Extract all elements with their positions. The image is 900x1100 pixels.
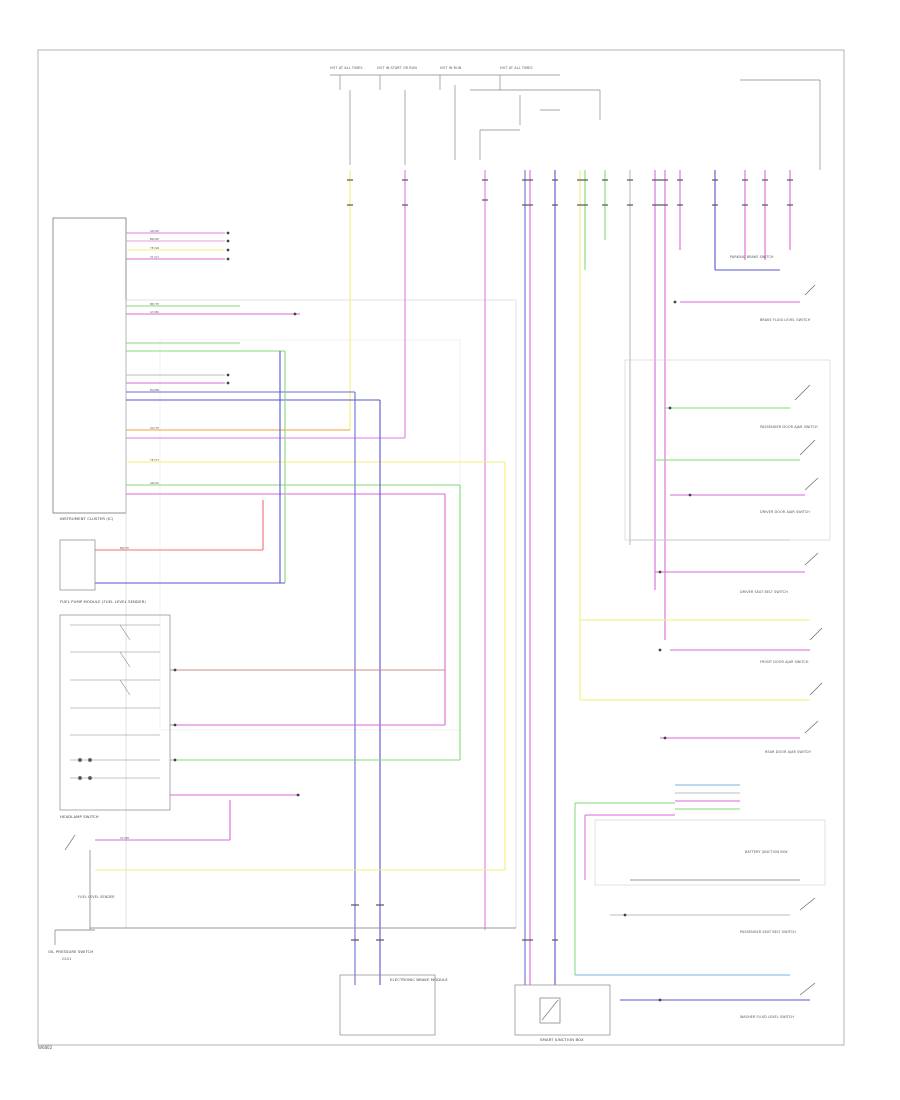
fuel-level-sender-label: FUEL LEVEL SENDER (78, 895, 115, 899)
wire-label-6: GY/BU (150, 310, 160, 314)
front-door-switch-label: FRONT DOOR AJAR SWITCH (760, 660, 809, 664)
fuse-label-2: HOT IN START OR RUN (377, 66, 417, 70)
sender-wires (90, 549, 516, 929)
oil-pressure-switch (54, 834, 95, 945)
diagram-frame (37, 49, 845, 1046)
cluster-drops (262, 351, 506, 985)
wire-label-7: BU/BN (150, 388, 160, 392)
fuel-level-sender-box (59, 539, 96, 591)
riser-connectors (347, 179, 793, 206)
brake-fluid-switch-label: BRAKE FLUID LEVEL SWITCH (760, 318, 811, 322)
electronic-brake-module-box (339, 974, 436, 1036)
wire-label-2: BN/WH (150, 237, 160, 241)
wire-label-5: BK/YE (150, 302, 160, 306)
top-fuse-lines (330, 74, 821, 170)
instrument-cluster-box (52, 217, 127, 514)
cluster-wires (126, 232, 505, 495)
inner-enclosure (159, 339, 461, 731)
wire-label-9: GN/OG (150, 481, 160, 485)
wire-label-3: YE/GN (150, 246, 160, 250)
right-side-boxes (594, 359, 831, 886)
right-side-wires (574, 269, 810, 1001)
battery-junction-box-label: BATTERY JUNCTION BOX (745, 850, 788, 854)
wire-label-8: YE/VT (150, 458, 160, 462)
smart-junction-box-label: SMART JUNCTION BOX (540, 1037, 584, 1042)
top-risers (349, 170, 791, 985)
electronic-brake-module-label: ELECTRONIC BRAKE MODULE (390, 977, 448, 982)
oil-pressure-switch-label: OIL PRESSURE SWITCH (48, 949, 94, 954)
driver-door-switch-label: DRIVER DOOR AJAR SWITCH (760, 510, 810, 514)
washer-fluid-switch-label: WASHER FLUID LEVEL SWITCH (740, 1015, 794, 1019)
right-switch-symbols (794, 284, 823, 996)
wire-label-11: VT/WH (120, 836, 130, 840)
wire-label-4: VT/GY (150, 255, 160, 259)
wire-label-1: GN/WH (150, 229, 160, 233)
fuse-label-4: HOT AT ALL TIMES (500, 66, 533, 70)
wire-label-12: OG/YE (150, 426, 160, 430)
rear-door-switch-label: REAR DOOR AJAR SWITCH (765, 750, 812, 754)
fuel-pump-module-box (59, 614, 171, 811)
smart-junction-internals (539, 997, 561, 1024)
headlamp-switch-label: HEADLAMP SWITCH (60, 814, 99, 819)
wire-label-10: BN/YE (120, 546, 130, 550)
fuel-pump-internals (70, 624, 160, 781)
connector-dots (173, 231, 692, 1002)
parking-brake-switch-label: PARKING BRAKE SWITCH (730, 255, 774, 259)
smart-junction-box (514, 984, 611, 1036)
ground-label: G101 (62, 957, 72, 961)
fuse-label-3: HOT IN RUN (440, 66, 462, 70)
bus-enclosure (125, 299, 517, 929)
seat-belt-switch-label: DRIVER SEAT BELT SWITCH (740, 590, 788, 594)
fuel-pump-module-label: FUEL PUMP MODULE (FUEL LEVEL SENDER) (60, 599, 146, 604)
brake-module-risers (351, 904, 558, 941)
passenger-belt-switch-label: PASSENGER SEAT BELT SWITCH (740, 930, 796, 934)
fuse-label-1: HOT AT ALL TIMES (330, 66, 363, 70)
diagram-code: W6802 (38, 1045, 53, 1050)
instrument-cluster-label: INSTRUMENT CLUSTER (IC) (60, 516, 114, 521)
passenger-door-switch-label: PASSENGER DOOR AJAR SWITCH (760, 425, 818, 429)
